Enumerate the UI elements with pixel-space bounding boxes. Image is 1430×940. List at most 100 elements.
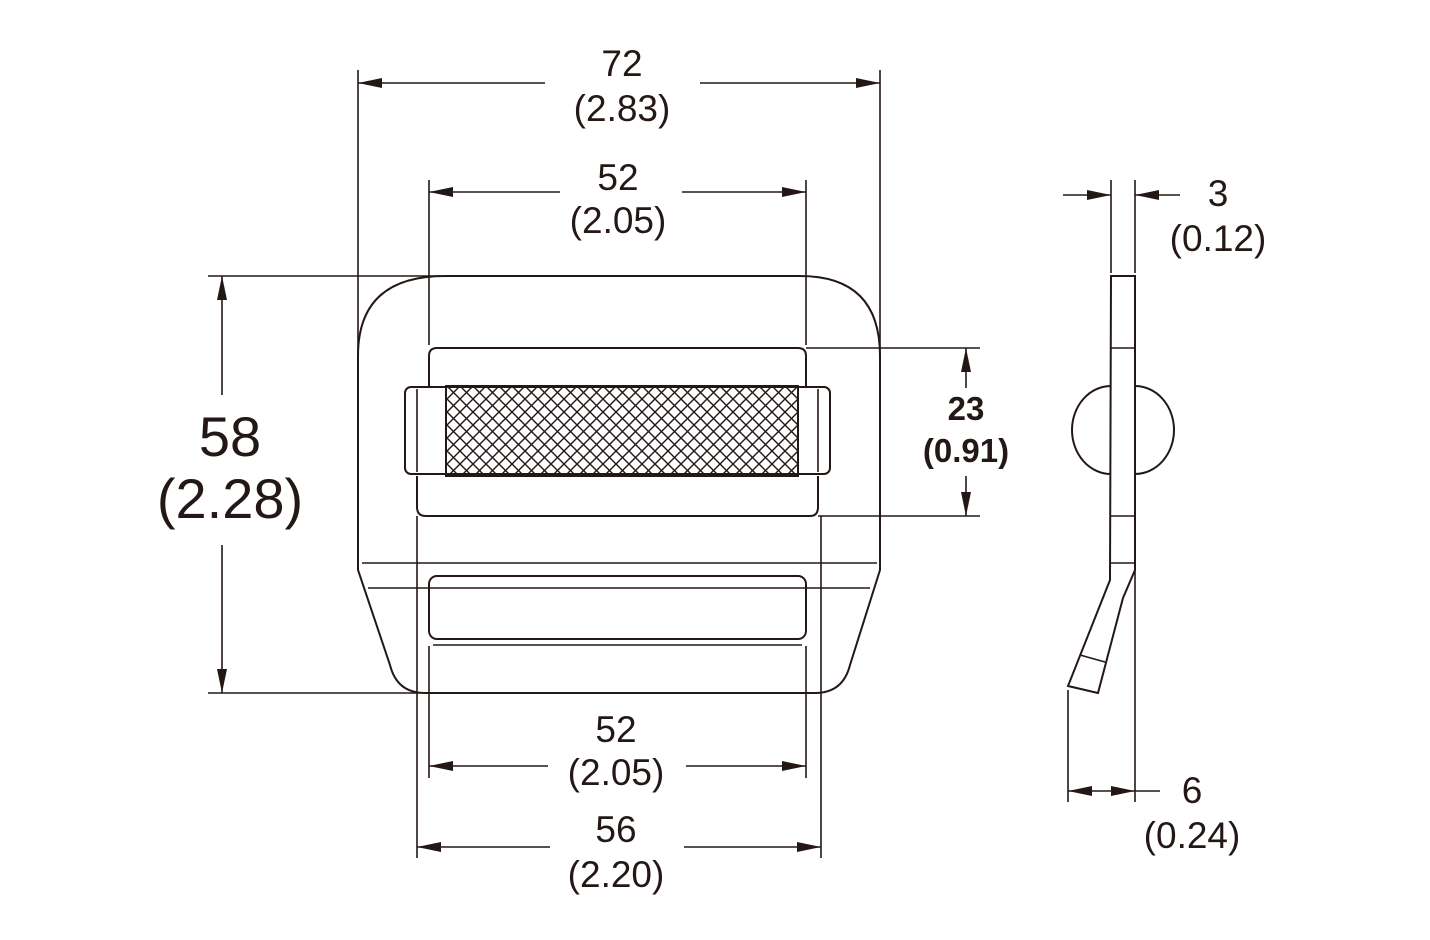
upper-slot [428,347,807,387]
dim-bar-height-in: (0.91) [923,432,1009,469]
knurl-line [629,386,721,476]
dim-slot-width-top-in: (2.05) [570,200,667,241]
dim-outer-width-in: (2.20) [568,854,665,895]
upper-slot-lower-edge [416,476,819,517]
knurl-line [589,386,681,476]
knurl-line [266,386,356,476]
knurl-line [446,436,486,476]
knurl-line [318,386,408,476]
knurl-line [824,386,914,476]
knurl-line [837,386,927,476]
extension-lines [208,70,1136,858]
side-view [1066,275,1175,695]
knurl-line [577,386,669,476]
dim-overall-height-mm: 58 [199,405,261,468]
knurl-line [446,423,499,476]
knurl-line [628,386,720,476]
knurl-line [446,386,526,466]
knurl-line [811,386,901,476]
dim-outer-width-mm: 56 [595,809,636,850]
knurl-line [486,386,578,476]
knurl-line [759,437,798,476]
knurl-line [446,386,538,476]
knurl-line [706,386,798,476]
knurl-line [693,386,785,476]
dim-thickness-in: (0.12) [1170,218,1267,259]
front-view [266,275,927,694]
knurl-line [537,386,629,476]
dim-bar-height-mm: 23 [948,390,985,427]
dim-offset-mm: 6 [1182,770,1203,811]
knurl-line [564,386,656,476]
knurl-line [446,386,448,388]
grip-bar [266,385,927,477]
knurl-line [745,386,798,439]
knurl-line [654,386,746,476]
knurl-line [525,386,617,476]
knurl-line [538,386,630,476]
knurl-line [446,449,473,476]
knurl-line [446,386,500,440]
side-band-4 [1079,654,1106,663]
knurl-line [498,386,590,476]
knurl-line [446,397,525,476]
lower-slot [428,575,807,640]
buckle-outline [357,275,881,694]
knurl-line [602,386,694,476]
knurl-line [694,386,786,476]
knurl-line [447,386,539,476]
knurl-hatching [266,386,927,476]
knurl-line [499,386,591,476]
knurl-line [603,386,695,476]
knurl-line [746,424,798,476]
knurl-line [667,386,759,476]
knurl-line [719,386,798,465]
knurl-line [550,386,642,476]
dim-slot-width-bottom-mm: 52 [595,709,636,750]
knurl-line [472,386,564,476]
dimension-labels: 72 (2.83) 52 (2.05) 58 (2.28) 23 (0.91) … [157,43,1266,895]
dim-thickness-mm: 3 [1208,173,1229,214]
knurl-line [758,386,798,426]
dim-overall-height-in: (2.28) [157,467,303,530]
knurl-line [446,386,474,414]
knurl-line [524,386,616,476]
side-grip-left [1071,385,1112,475]
dim-overall-width-mm: 72 [601,43,642,84]
knurl-line [616,386,708,476]
knurl-line [551,386,643,476]
knurl-line [771,386,798,413]
knurl-line [460,386,552,476]
knurl-line [292,386,382,476]
knurl-line [511,386,603,476]
knurl-line [485,386,577,476]
dim-slot-width-top-mm: 52 [597,157,638,198]
knurl-line [668,386,760,476]
knurl-line [446,386,487,427]
knurl-line [707,386,798,476]
knurl-line [563,386,655,476]
dim-slot-width-bottom-in: (2.05) [568,752,665,793]
knurl-line [331,386,421,476]
dimension-lines [217,78,1180,852]
dim-overall-width-in: (2.83) [574,88,671,129]
knurl-line [642,386,734,476]
knurl-line [512,386,604,476]
knurl-line [680,386,772,476]
knurl-line [473,386,565,476]
knurl-line [615,386,707,476]
side-grip-right [1134,385,1175,475]
knurl-line [446,386,513,453]
knurl-line [720,398,798,476]
side-profile [1066,275,1136,695]
knurl-line [590,386,682,476]
knurl-line [655,386,747,476]
knurl-line [446,475,447,476]
knurl-line [772,450,798,476]
knurl-line [733,411,798,476]
knurl-line [732,386,798,452]
knurl-line [279,386,369,476]
knurl-line [681,386,773,476]
knurl-line [459,386,551,476]
